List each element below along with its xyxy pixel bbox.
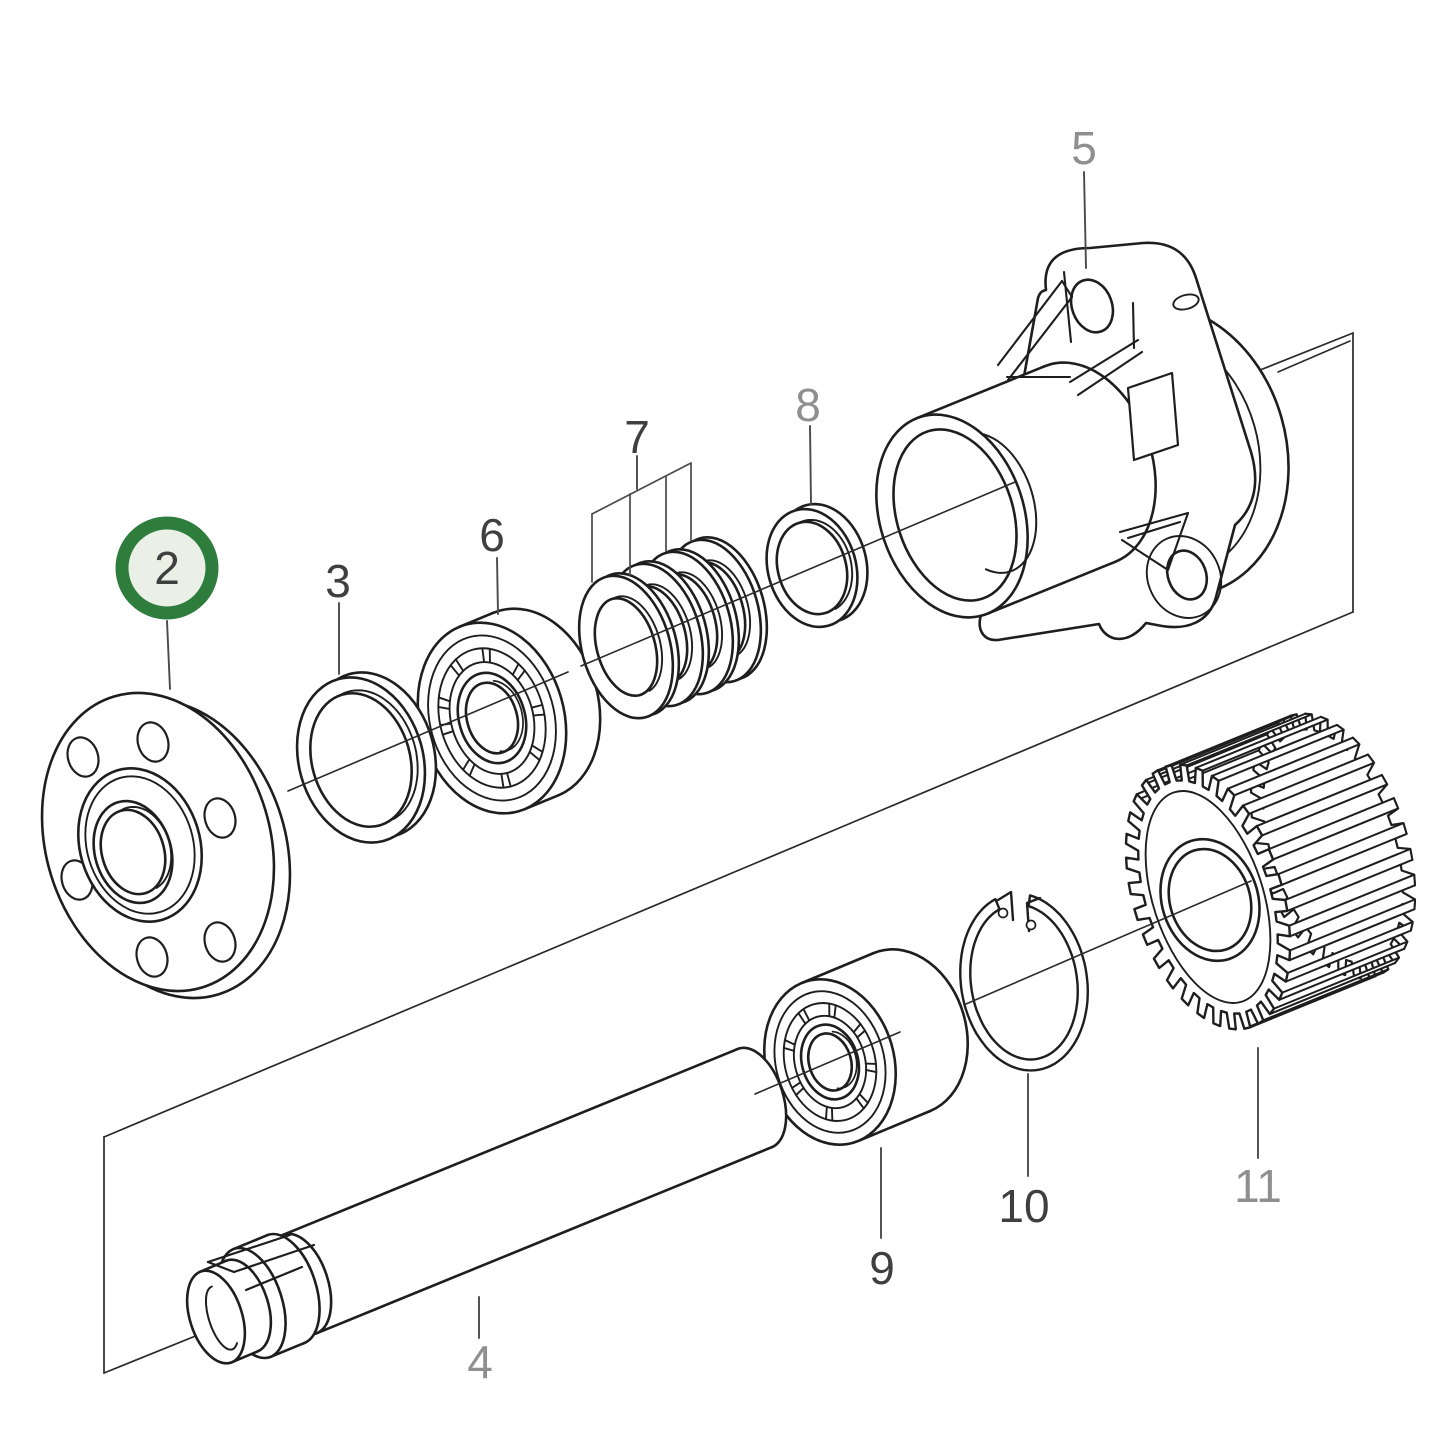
callout-number: 3 [325, 555, 351, 607]
callout-2-drive-flange[interactable]: 2 [115, 516, 219, 620]
callout-number: 5 [1071, 122, 1097, 174]
part-5-bearing-housing [875, 241, 1290, 642]
callout-11-gear-wheel[interactable]: 11 [1234, 1160, 1282, 1212]
highlight-ring [115, 516, 219, 620]
callout-number: 9 [869, 1242, 895, 1294]
callout-5-bearing-housing[interactable]: 5 [1071, 122, 1097, 174]
callout-number: 7 [624, 411, 650, 463]
part-4-input-shaft [185, 1046, 788, 1365]
reference-plane [103, 332, 1354, 1374]
callout-number: 4 [467, 1336, 493, 1388]
callout-8-spacer-ring[interactable]: 8 [795, 379, 821, 431]
callout-7-disc-spring-set[interactable]: 7 [624, 411, 650, 463]
part-7-disc-spring-set [577, 535, 769, 720]
callout-9-ball-bearing[interactable]: 9 [869, 1242, 895, 1294]
part-11-gear-wheel [1124, 712, 1417, 1031]
callout-3-seal-ring[interactable]: 3 [325, 555, 351, 607]
callout-number: 8 [795, 379, 821, 431]
callout-labels: 2 3 4 5 6 7 8 9 10 11 [115, 122, 1282, 1388]
part-10-snap-ring [959, 890, 1089, 1072]
callout-number: 6 [479, 509, 505, 561]
part-6-ball-bearing [416, 607, 602, 815]
callout-number: 11 [1234, 1160, 1282, 1212]
callout-number: 10 [998, 1180, 1049, 1232]
part-2-drive-flange [40, 691, 292, 1000]
callout-10-snap-ring[interactable]: 10 [998, 1180, 1049, 1232]
callout-4-input-shaft[interactable]: 4 [467, 1336, 493, 1388]
callout-leader-lines [166, 171, 1259, 1339]
callout-number: 2 [154, 542, 180, 594]
callout-6-ball-bearing[interactable]: 6 [479, 509, 505, 561]
center-axis-line [287, 340, 1351, 1095]
